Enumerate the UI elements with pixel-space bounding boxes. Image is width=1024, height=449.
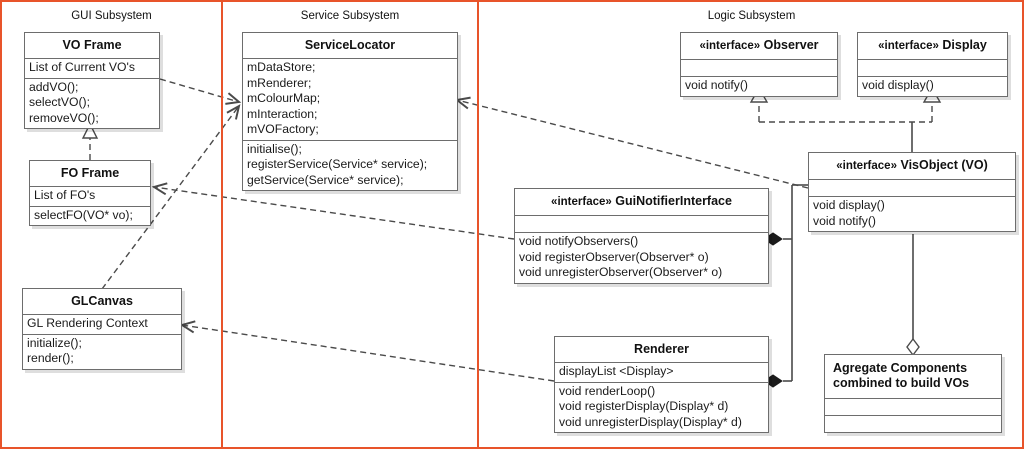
compartment-separator [25, 58, 159, 59]
class-vo-frame[interactable]: VO Frame List of Current VO's addVO(); s… [24, 32, 160, 129]
compartment-separator [243, 58, 457, 59]
compartment-separator [809, 196, 1015, 197]
compartment-separator [515, 232, 768, 233]
attributes-fo-frame: List of FO's [34, 188, 96, 202]
attributes-agregate [825, 399, 1001, 415]
operations-glcanvas: initialize(); render(); [27, 335, 82, 366]
compartment-separator [858, 76, 1007, 77]
stereotype-visobject: «interface» [836, 160, 897, 172]
compartment-separator [825, 415, 1001, 416]
operations-service-locator: initialise(); registerService(Service* s… [247, 141, 428, 187]
compartment-separator [681, 59, 837, 60]
zone-title-gui: GUI Subsystem [71, 10, 152, 22]
compartment-separator [243, 139, 457, 141]
compartment-separator [555, 381, 768, 383]
operations-fo-frame: selectFO(VO* vo); [34, 207, 133, 222]
class-renderer[interactable]: Renderer displayList <Display> void rend… [554, 336, 769, 433]
attributes-vo-frame: List of Current VO's [29, 60, 135, 74]
class-display[interactable]: «interface» Display void display() [857, 32, 1008, 97]
class-title-display: «interface» Display [858, 33, 1007, 59]
class-gui-notifier-interface[interactable]: «interface» GuiNotifierInterface void no… [514, 188, 769, 284]
operations-agregate [825, 416, 1001, 432]
class-title-glcanvas: GLCanvas [71, 294, 133, 308]
class-title-observer: «interface» Observer [681, 33, 837, 59]
stereotype-gui-notifier: «interface» [551, 196, 612, 208]
compartment-separator [681, 76, 837, 77]
compartment-separator [515, 215, 768, 216]
dependency-visobject-service-locator [454, 96, 809, 189]
operations-observer: void notify() [685, 78, 748, 92]
dependency-glcanvas-service-locator [101, 104, 241, 290]
stereotype-observer: «interface» [699, 40, 761, 52]
operations-renderer: void renderLoop() void registerDisplay(D… [559, 383, 742, 429]
class-title-gui-notifier: «interface» GuiNotifierInterface [515, 189, 768, 215]
class-service-locator[interactable]: ServiceLocator mDataStore; mRenderer; mC… [242, 32, 458, 191]
class-name-gui-notifier: GuiNotifierInterface [615, 194, 732, 208]
compartment-separator [30, 186, 150, 187]
class-title-service-locator: ServiceLocator [304, 38, 396, 52]
compartment-separator [25, 77, 159, 79]
class-name-visobject: VisObject (VO) [900, 158, 988, 172]
class-name-observer: Observer [763, 38, 819, 52]
class-title-vo-frame: VO Frame [62, 38, 122, 52]
class-fo-frame[interactable]: FO Frame List of FO's selectFO(VO* vo); [29, 160, 151, 226]
attributes-visobject [809, 180, 1015, 196]
operations-gui-notifier: void notifyObservers() void registerObse… [519, 234, 723, 279]
class-name-display: Display [942, 38, 987, 52]
compartment-separator [23, 314, 181, 315]
divider-gui-service [221, 2, 223, 447]
realization-fo-frame-vo-frame [81, 122, 99, 160]
attributes-display [858, 60, 1007, 76]
compartment-separator [30, 205, 150, 207]
attributes-renderer: displayList <Display> [559, 364, 674, 378]
compartment-separator [23, 333, 181, 335]
operations-vo-frame: addVO(); selectVO(); removeVO(); [29, 79, 99, 125]
compartment-separator [555, 362, 768, 363]
zone-title-service: Service Subsystem [300, 10, 400, 22]
class-title-visobject: «interface» VisObject (VO) [809, 153, 1015, 179]
operations-visobject: void display() void notify() [813, 198, 885, 228]
compartment-separator [858, 59, 1007, 60]
dependency-gui-notifier-fo-frame [151, 182, 515, 240]
class-title-agregate: Agregate Components combined to build VO… [833, 361, 970, 390]
class-title-renderer: Renderer [634, 342, 689, 356]
class-visobject[interactable]: «interface» VisObject (VO) void display(… [808, 152, 1016, 232]
attributes-observer [681, 60, 837, 76]
aggregation-visobject-agregate [906, 234, 920, 357]
attributes-service-locator: mDataStore; mRenderer; mColourMap; mInte… [247, 60, 321, 136]
class-glcanvas[interactable]: GLCanvas GL Rendering Context initialize… [22, 288, 182, 370]
attributes-gui-notifier [515, 216, 768, 232]
class-observer[interactable]: «interface» Observer void notify() [680, 32, 838, 97]
operations-display: void display() [862, 78, 934, 92]
attributes-glcanvas: GL Rendering Context [27, 316, 148, 330]
compartment-separator [825, 398, 1001, 399]
dependency-renderer-glcanvas [179, 320, 555, 382]
class-title-fo-frame: FO Frame [60, 166, 120, 180]
zone-title-logic: Logic Subsystem [707, 10, 796, 22]
class-agregate-components[interactable]: Agregate Components combined to build VO… [824, 354, 1002, 433]
composition-visobject-gui-notifier [763, 184, 808, 246]
compartment-separator [809, 179, 1015, 180]
dependency-vo-frame-service-locator [159, 78, 242, 105]
divider-service-logic [477, 2, 479, 447]
realization-visobject-observer-display [749, 86, 942, 152]
stereotype-display: «interface» [878, 40, 939, 52]
